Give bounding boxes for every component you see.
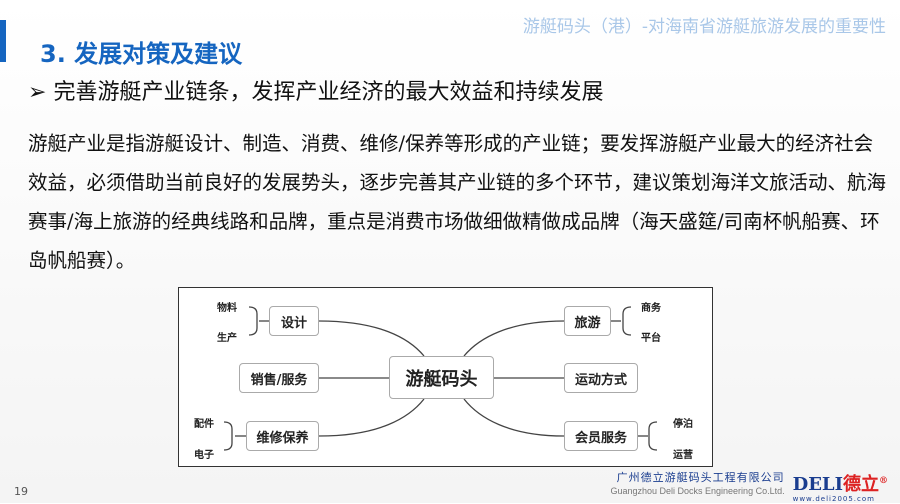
company-name-cn: 广州德立游艇码头工程有限公司: [616, 471, 785, 484]
node-sport: 运动方式: [564, 363, 638, 393]
sub-label: 平台: [641, 333, 661, 344]
connector-lines: [223, 306, 658, 451]
node-membership: 会员服务: [564, 421, 638, 451]
page-number: 19: [14, 485, 28, 498]
node-center: 游艇码头: [389, 356, 494, 399]
node-sales-service: 销售/服务: [239, 363, 319, 393]
sub-label: 配件: [194, 419, 214, 430]
slide-header: 游艇码头（港）-对海南省游艇旅游发展的重要性: [522, 17, 886, 37]
logo-block: DELI德立® www.deli2005.com: [793, 471, 888, 504]
title-accent-bar: [0, 20, 6, 62]
sub-label: 商务: [641, 303, 661, 314]
node-maintenance: 维修保养: [246, 421, 319, 451]
sub-label: 运营: [673, 450, 693, 461]
sub-label: 生产: [217, 333, 237, 344]
registered-mark: ®: [879, 476, 888, 486]
footer: 广州德立游艇码头工程有限公司 Guangzhou Deli Docks Engi…: [610, 471, 888, 504]
logo-en: DELI: [792, 474, 843, 495]
body-paragraph: 游艇产业是指游艇设计、制造、消费、维修/保养等形成的产业链；要发挥游艇产业最大的…: [28, 132, 887, 272]
company-url: www.deli2005.com: [792, 495, 875, 503]
sub-label: 电子: [194, 450, 214, 461]
node-design: 设计: [269, 306, 319, 336]
company-logo: DELI德立®: [793, 471, 888, 495]
arrow-bullet-icon: ➢: [28, 80, 54, 105]
bullet-point: ➢ 完善游艇产业链条，发挥产业经济的最大效益和持续发展: [28, 74, 603, 106]
mind-map-diagram: 设计 销售/服务 维修保养 游艇码头 旅游 运动方式 会员服务 物料 生产 配件…: [178, 287, 713, 467]
sub-label: 物料: [217, 303, 237, 314]
company-name-en: Guangzhou Deli Docks Engineering Co.Ltd.: [610, 486, 785, 496]
node-travel: 旅游: [564, 306, 611, 336]
slide-title: 3. 发展对策及建议: [40, 40, 243, 68]
sub-label: 停泊: [673, 419, 693, 430]
bullet-text: 完善游艇产业链条，发挥产业经济的最大效益和持续发展: [53, 80, 604, 105]
logo-cn: 德立: [843, 474, 879, 495]
company-names: 广州德立游艇码头工程有限公司 Guangzhou Deli Docks Engi…: [610, 471, 784, 497]
